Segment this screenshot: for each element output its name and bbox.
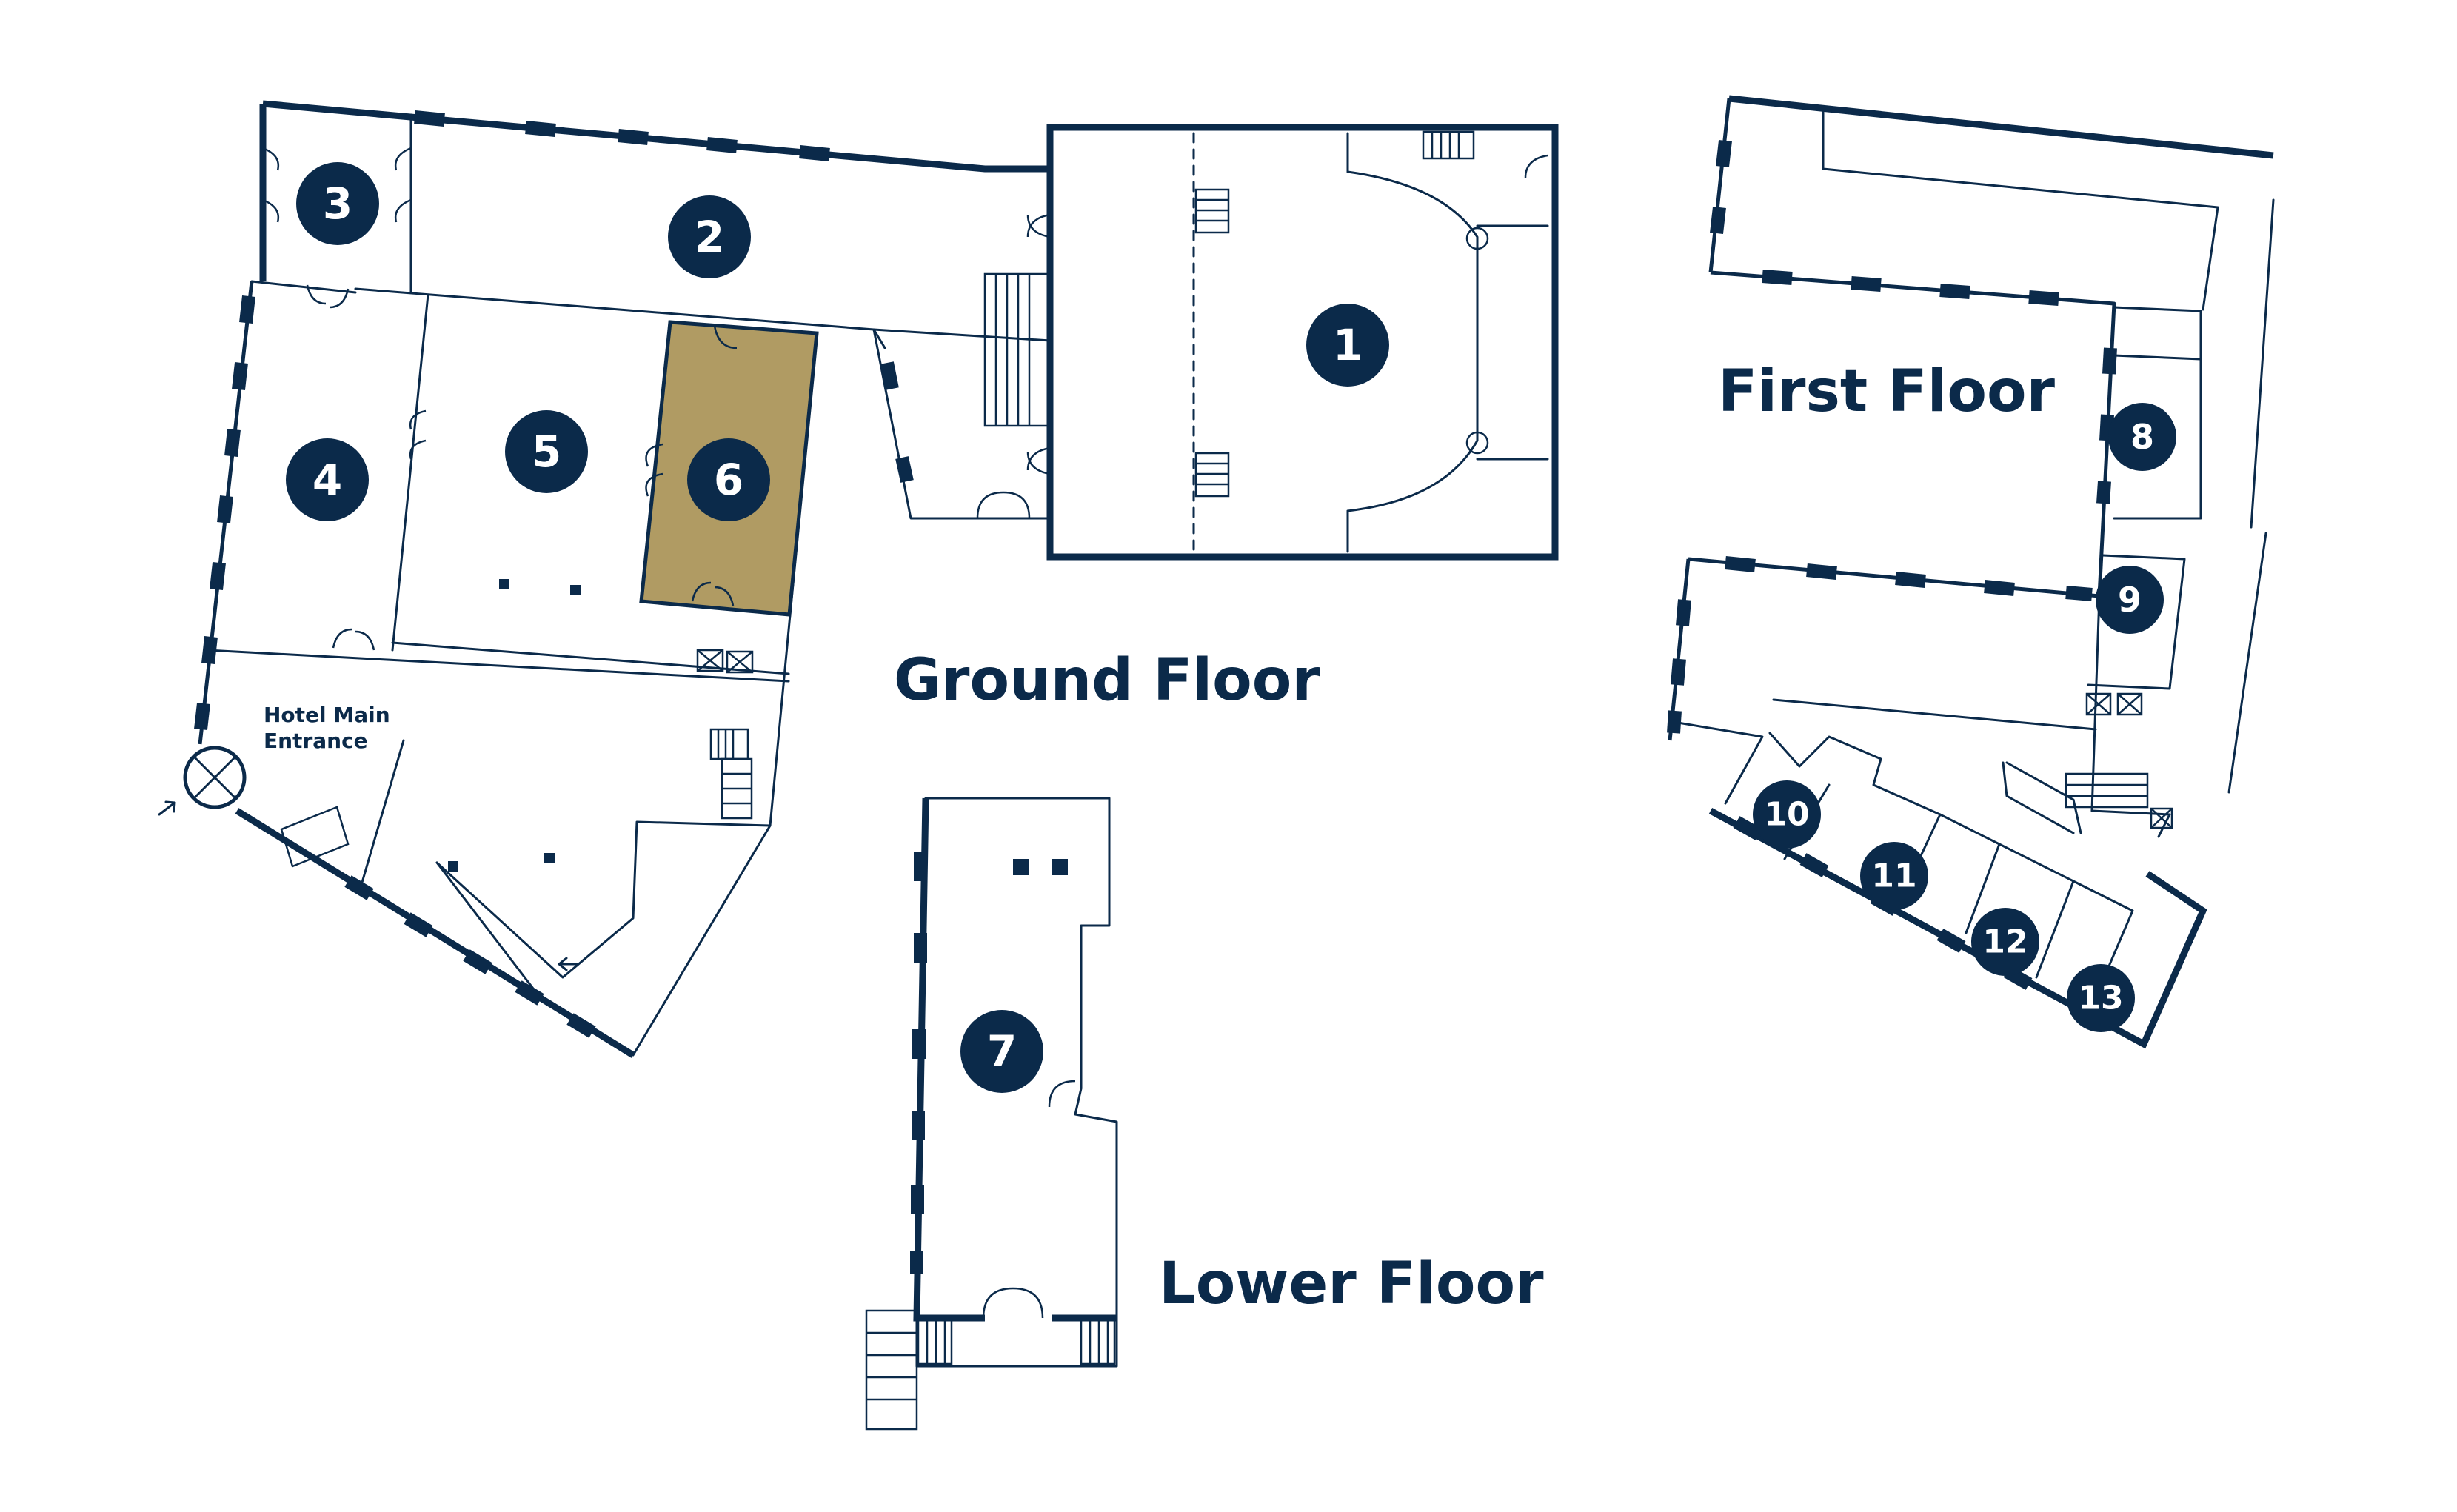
room-marker-6[interactable]: 6 [687,438,770,521]
windows [194,110,914,1038]
room-marker-3[interactable]: 3 [296,162,379,245]
room-marker-7[interactable]: 7 [960,1010,1043,1093]
room-number: 8 [2130,417,2154,457]
room-number: 10 [1764,796,1809,834]
stairs-icon [280,130,1475,868]
ground-floor-label: Ground Floor [894,647,1320,714]
windows [910,852,927,1274]
room-marker-2[interactable]: 2 [668,195,751,278]
room-marker-8[interactable]: 8 [2108,403,2176,471]
first-floor-label: First Floor [1718,358,2056,425]
room-number: 2 [695,212,724,262]
room-marker-9[interactable]: 9 [2096,566,2164,634]
room-marker-13[interactable]: 13 [2067,964,2135,1032]
room-marker-11[interactable]: 11 [1860,842,1928,910]
first-floor-plan [1667,95,2275,1049]
room-number: 7 [987,1026,1017,1077]
room-number: 13 [2078,980,2123,1017]
room-marker-10[interactable]: 10 [1753,780,1821,849]
lower-floor-plan [865,797,1118,1431]
room-number: 12 [1982,923,2028,961]
room-marker-1[interactable]: 1 [1306,304,1389,387]
hotel-entrance-label-line1: Hotel Main [264,703,390,727]
room-marker-5[interactable]: 5 [505,410,588,493]
lift-icon [2085,692,2173,829]
room-number: 3 [323,178,352,229]
room-marker-12[interactable]: 12 [1971,908,2039,976]
room-number: 4 [312,455,342,505]
stairs-icon [865,1309,1116,1431]
door-swings [262,147,1548,651]
room-number: 1 [1333,320,1363,370]
room-number: 9 [2118,580,2142,620]
stairs-icon [2065,772,2149,809]
hotel-entrance-label-line2: Entrance [264,729,368,753]
room-number: 6 [714,455,743,505]
lower-floor-label: Lower Floor [1159,1251,1544,1317]
entrance-arrow-icon [158,800,579,971]
room-marker-4[interactable]: 4 [286,438,369,521]
revolving-door-icon [183,746,247,809]
ground-floor-plan [183,100,1559,1058]
room-number: 11 [1871,857,1916,895]
room-number: 5 [532,426,561,477]
lift-icon [696,649,754,674]
